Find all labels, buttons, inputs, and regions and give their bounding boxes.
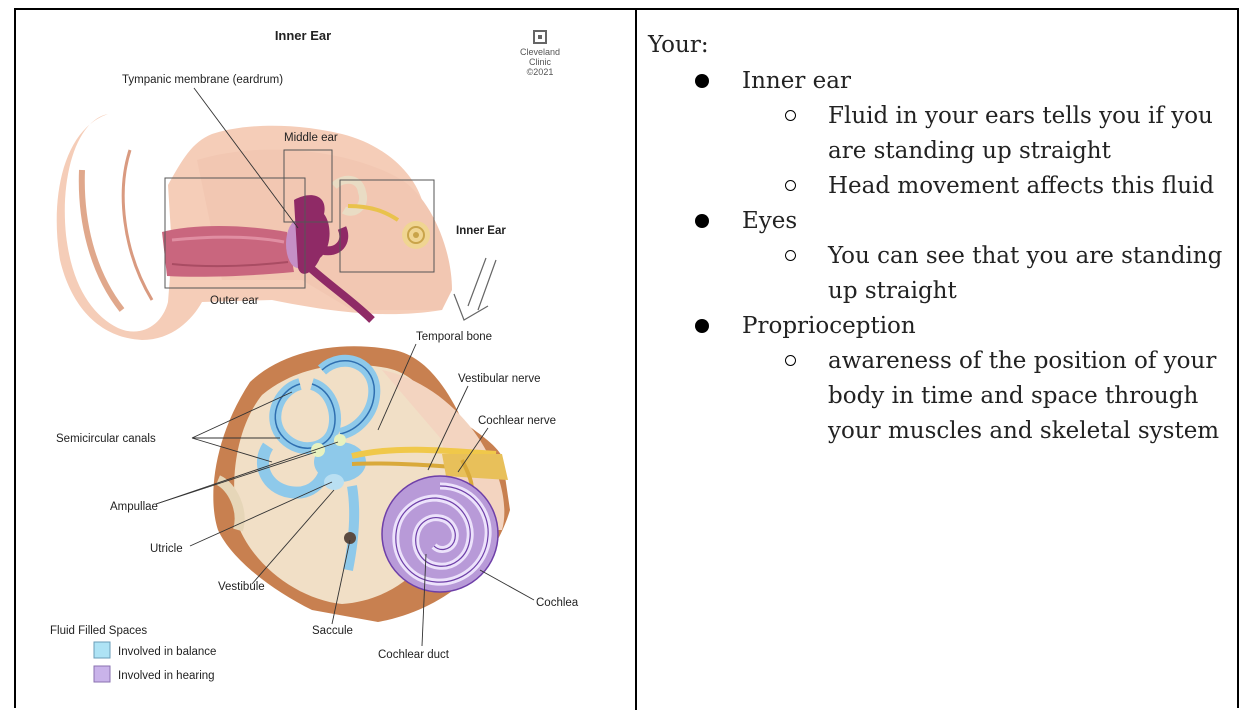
sub-list-item: Head movement affects this fluid (742, 169, 1238, 204)
label-ampullae: Ampullae (110, 501, 158, 513)
sub-list: Fluid in your ears tells you if you are … (648, 99, 1238, 204)
bullet-icon (695, 74, 709, 88)
legend: Fluid Filled Spaces Involved in balance … (50, 625, 216, 682)
sub-list-item: Fluid in your ears tells you if you are … (742, 99, 1238, 169)
label-cochlear-duct: Cochlear duct (378, 649, 450, 661)
svg-text:Clinic: Clinic (529, 57, 552, 67)
label-cochlea: Cochlea (536, 597, 579, 609)
hollow-bullet-icon (785, 250, 796, 261)
label-utricle: Utricle (150, 543, 183, 555)
hollow-bullet-icon (785, 180, 796, 191)
list-item-label: Proprioception (742, 313, 916, 339)
list-item: Proprioception awareness of the position… (648, 309, 1238, 449)
legend-swatch-balance (94, 642, 110, 658)
label-temporal-bone: Temporal bone (416, 331, 492, 343)
figure-title: Inner Ear (275, 28, 331, 43)
bullet-icon (695, 319, 709, 333)
inner-ear-illustration: Inner Ear Cleveland Clinic ©2021 (22, 10, 619, 698)
legend-label-balance: Involved in balance (118, 646, 216, 658)
label-tympanic: Tympanic membrane (eardrum) (122, 74, 283, 86)
list-item-label: Inner ear (742, 68, 851, 94)
sub-list-item: awareness of the position of your body i… (742, 344, 1238, 449)
bullet-icon (695, 214, 709, 228)
legend-label-hearing: Involved in hearing (118, 670, 215, 682)
label-saccule: Saccule (312, 625, 353, 637)
label-middle-ear: Middle ear (284, 132, 338, 144)
notes-intro: Your: (648, 26, 1238, 64)
notes-cell: Your: Inner ear Fluid in your ears tells… (648, 26, 1238, 449)
sub-list: You can see that you are standing up str… (648, 239, 1238, 309)
label-vestibule: Vestibule (218, 581, 265, 593)
svg-text:©2021: ©2021 (527, 67, 554, 77)
list-item: Eyes You can see that you are standing u… (648, 204, 1238, 309)
list-item: Inner ear Fluid in your ears tells you i… (648, 64, 1238, 204)
legend-swatch-hearing (94, 666, 110, 682)
down-arrow-icon (454, 258, 496, 320)
label-cochlear-nerve: Cochlear nerve (478, 415, 556, 427)
list-item-label: Eyes (742, 208, 797, 234)
notes-list: Inner ear Fluid in your ears tells you i… (648, 64, 1238, 449)
svg-text:Cleveland: Cleveland (520, 47, 560, 57)
column-divider (635, 10, 637, 710)
hollow-bullet-icon (785, 355, 796, 366)
sub-list-item: You can see that you are standing up str… (742, 239, 1238, 309)
label-outer-ear: Outer ear (210, 295, 259, 307)
sub-list: awareness of the position of your body i… (648, 344, 1238, 449)
label-inner-ear: Inner Ear (456, 225, 506, 237)
label-semicircular-canals: Semicircular canals (56, 433, 156, 445)
legend-title: Fluid Filled Spaces (50, 625, 147, 637)
label-vestibular-nerve: Vestibular nerve (458, 373, 540, 385)
cleveland-clinic-logo: Cleveland Clinic ©2021 (520, 31, 560, 77)
hollow-bullet-icon (785, 110, 796, 121)
